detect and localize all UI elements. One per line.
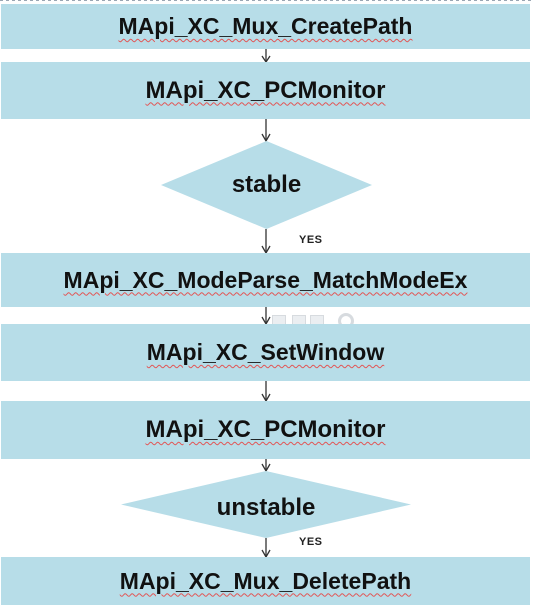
node-setwindow: MApi_XC_SetWindow — [1, 324, 530, 381]
node-pcmonitor-1: MApi_XC_PCMonitor — [1, 62, 530, 119]
top-dotted-border — [0, 0, 533, 2]
decision-stable-label: stable — [231, 171, 302, 198]
edge-label-yes-2: YES — [299, 536, 323, 548]
node-setwindow-label: MApi_XC_SetWindow — [146, 339, 385, 365]
arrow-createpath-to-pcmonitor — [261, 48, 271, 64]
node-mux-createpath: MApi_XC_Mux_CreatePath — [1, 4, 530, 49]
node-pcmonitor-1-label: MApi_XC_PCMonitor — [145, 76, 386, 104]
arrow-pcmonitor-to-stable — [261, 119, 271, 143]
node-modeparse-matchmodeex-label: MApi_XC_ModeParse_MatchModeEx — [63, 266, 468, 293]
node-pcmonitor-2-label: MApi_XC_PCMonitor — [145, 416, 386, 443]
arrow-setwindow-to-pcmonitor — [261, 381, 271, 403]
node-mux-deletepath: MApi_XC_Mux_DeletePath — [1, 557, 530, 605]
node-mux-createpath-label: MApi_XC_Mux_CreatePath — [118, 13, 413, 39]
arrow-stable-to-modeparse — [261, 229, 271, 255]
node-mux-deletepath-label: MApi_XC_Mux_DeletePath — [119, 567, 412, 594]
edge-label-yes-1: YES — [299, 234, 323, 246]
decision-unstable-label: unstable — [216, 494, 316, 521]
arrow-pcmonitor-to-unstable — [261, 459, 271, 473]
node-modeparse-matchmodeex: MApi_XC_ModeParse_MatchModeEx — [1, 253, 530, 307]
arrow-unstable-to-deletepath — [261, 538, 271, 559]
node-pcmonitor-2: MApi_XC_PCMonitor — [1, 401, 530, 459]
